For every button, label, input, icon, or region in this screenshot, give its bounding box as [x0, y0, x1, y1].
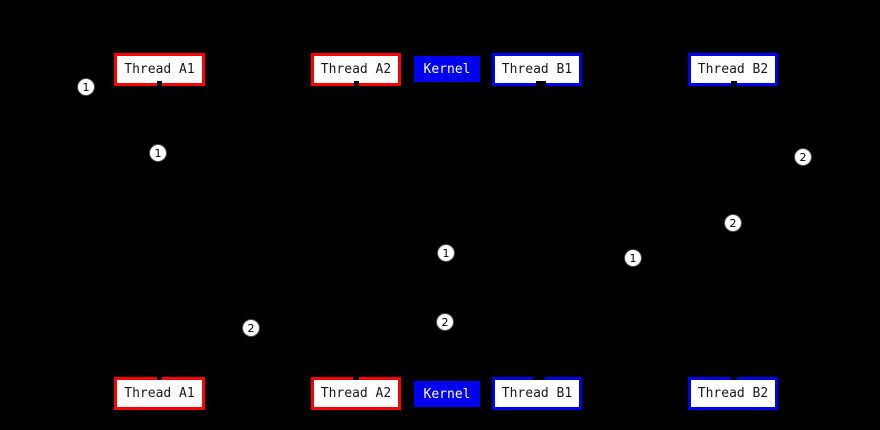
thread-b2-header-bottom: Thread B2 — [688, 377, 778, 410]
lifeline-tick — [353, 374, 359, 380]
step-marker: 2 — [436, 313, 454, 331]
lifeline-tick — [354, 81, 359, 87]
lifeline-tick — [157, 374, 162, 380]
lifeline-tick — [157, 81, 162, 87]
step-marker: 1 — [437, 244, 455, 262]
thread-a1-header-top: Thread A1 — [114, 53, 205, 86]
thread-b1-header-bottom: Thread B1 — [492, 377, 582, 410]
kernel-header-top: Kernel — [414, 56, 480, 82]
step-marker: 1 — [77, 78, 95, 96]
thread-a1-header-bottom: Thread A1 — [114, 377, 205, 410]
step-marker: 2 — [724, 214, 742, 232]
thread-a2-header-bottom: Thread A2 — [311, 377, 401, 410]
step-marker: 1 — [624, 249, 642, 267]
step-marker: 2 — [794, 148, 812, 166]
kernel-header-bottom: Kernel — [414, 381, 480, 407]
lifeline-tick — [536, 81, 546, 87]
lifeline-tick — [533, 374, 545, 380]
step-marker: 2 — [242, 319, 260, 337]
lifeline-tick — [731, 374, 737, 380]
thread-b1-header-top: Thread B1 — [492, 53, 582, 86]
step-marker: 1 — [149, 144, 167, 162]
lifeline-tick — [731, 81, 737, 87]
